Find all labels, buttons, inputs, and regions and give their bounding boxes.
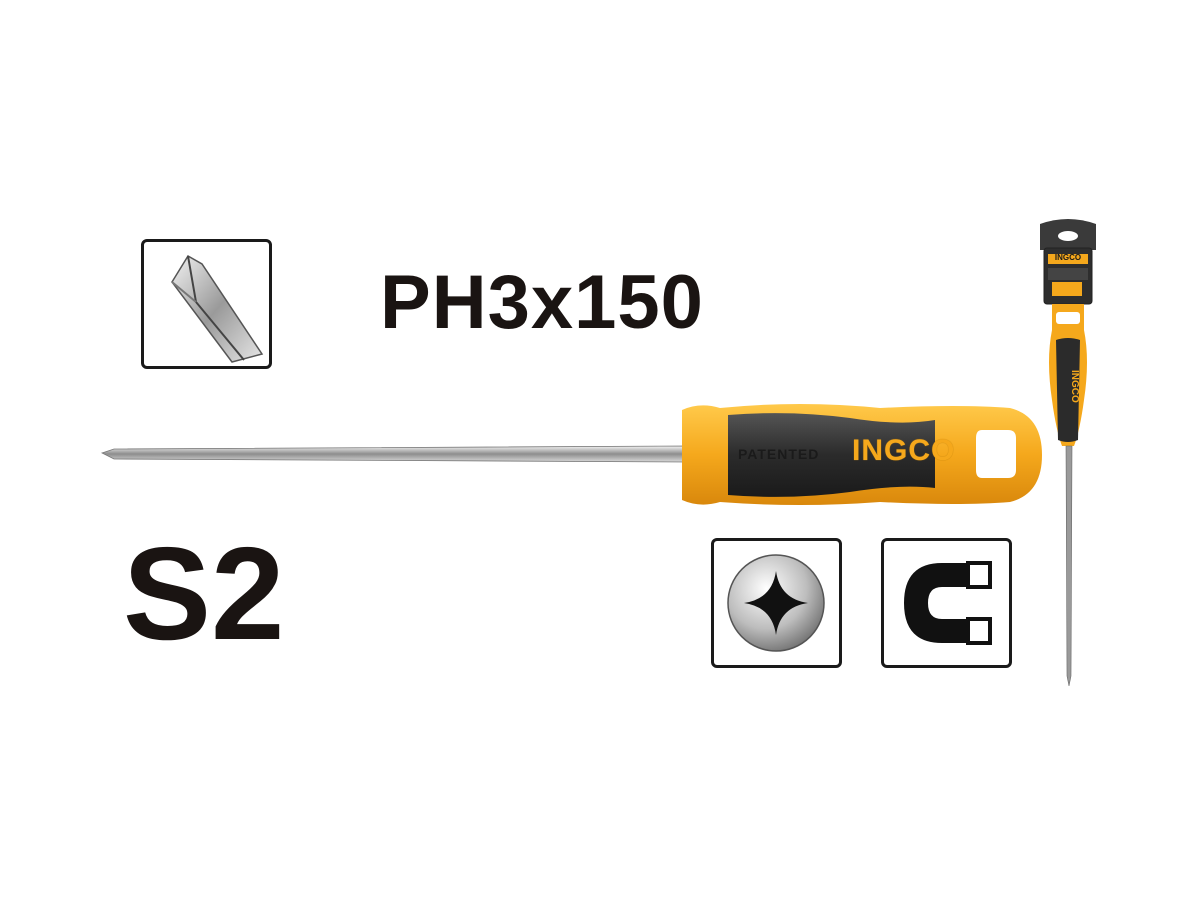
package-brand-logo: INGCO — [1054, 253, 1082, 262]
handle-brand-logo: INGCO — [852, 434, 956, 467]
size-spec-label: PH3x150 — [380, 260, 704, 345]
handle-patented-text: PATENTED — [738, 446, 820, 462]
magnetic-tip-icon — [881, 538, 1012, 668]
phillips-screw-head-icon — [711, 538, 842, 668]
packaged-handle-brand-logo: INGCO — [1069, 370, 1080, 403]
steel-grade-label: S2 — [123, 520, 285, 667]
phillips-tip-icon — [141, 239, 272, 369]
